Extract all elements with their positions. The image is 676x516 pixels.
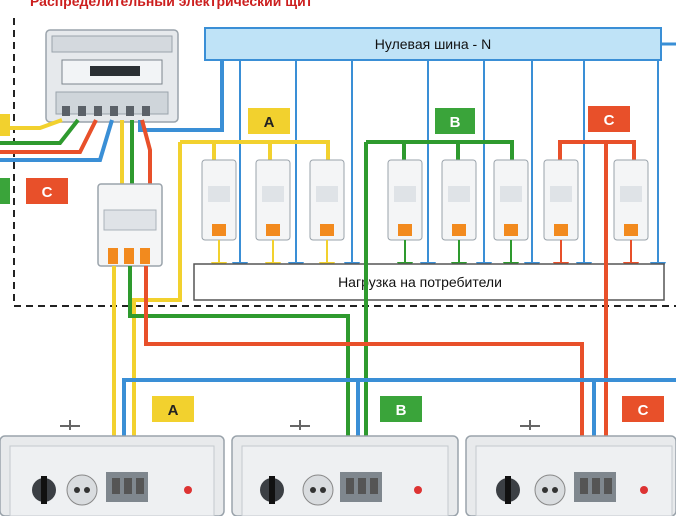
wire-n-input bbox=[0, 119, 114, 162]
breaker-c1 bbox=[543, 159, 579, 241]
stabilizer-c bbox=[465, 420, 676, 516]
bus-b-drops bbox=[402, 142, 460, 160]
bus-b bbox=[366, 140, 514, 160]
wire-c-input bbox=[0, 119, 98, 154]
breaker-c2 bbox=[613, 159, 649, 241]
label-a-upper bbox=[248, 108, 290, 134]
wire-b-input bbox=[0, 118, 80, 145]
breaker-a3 bbox=[309, 159, 345, 241]
breaker-b3 bbox=[493, 159, 529, 241]
label-c-lower bbox=[622, 396, 664, 422]
label-b-upper-text: B bbox=[450, 114, 461, 131]
neutral-bus-label: Нулевая шина - N bbox=[375, 36, 491, 52]
stabilizer-b bbox=[231, 420, 459, 516]
panel-boundary bbox=[13, 18, 676, 307]
left-tag-a bbox=[0, 114, 10, 136]
label-b-lower-text: B bbox=[396, 402, 407, 419]
feeder-c bbox=[144, 266, 584, 470]
bus-c bbox=[558, 140, 636, 160]
left-tag-c-label: C bbox=[42, 184, 53, 201]
label-c-upper-text: C bbox=[604, 112, 615, 129]
wire-a-input bbox=[0, 118, 63, 130]
breaker-a2 bbox=[255, 159, 291, 241]
main-breaker bbox=[97, 183, 163, 267]
feeder-a-return bbox=[132, 142, 182, 470]
panel-title: Распределительный электрический щит bbox=[30, 0, 313, 9]
left-tag-c bbox=[26, 178, 68, 204]
electric-meter bbox=[45, 29, 179, 123]
load-bar-label: Нагрузка на потребители bbox=[338, 274, 502, 290]
label-c-upper bbox=[588, 106, 630, 132]
breaker-b1 bbox=[387, 159, 423, 241]
stabilizer-a bbox=[0, 420, 225, 516]
neutral-bus bbox=[204, 27, 662, 61]
label-a-lower-text: A bbox=[168, 402, 179, 419]
label-c-lower-text: C bbox=[638, 402, 649, 419]
left-tag-b bbox=[0, 178, 10, 204]
label-b-lower bbox=[380, 396, 422, 422]
label-b-upper bbox=[435, 108, 475, 134]
wire-n-to-bus bbox=[138, 60, 224, 132]
load-bar bbox=[193, 263, 665, 301]
breaker-b2 bbox=[441, 159, 477, 241]
label-a-lower bbox=[152, 396, 194, 422]
breaker-a1 bbox=[201, 159, 237, 241]
feeder-b bbox=[128, 266, 350, 470]
label-a-upper-text: A bbox=[264, 114, 275, 131]
breakers-row bbox=[201, 159, 649, 241]
